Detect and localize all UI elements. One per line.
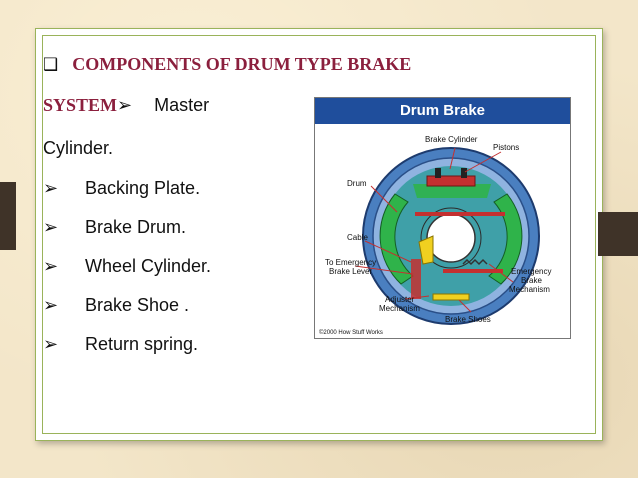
label-pistons: Pistons (493, 143, 519, 152)
arrow-bullet-icon: ➢ (43, 217, 59, 238)
label-emergency-3: Mechanism (509, 285, 550, 294)
adjuster (432, 293, 470, 301)
emergency-rod (443, 269, 503, 273)
top-link-rod (415, 212, 505, 216)
slide-title: ❑ COMPONENTS OF DRUM TYPE BRAKE (43, 54, 513, 75)
figure-header: Drum Brake (315, 98, 570, 124)
item-master: Master (154, 95, 210, 115)
label-brake-shoes: Brake Shoes (445, 315, 491, 324)
arrow-bullet-icon: ➢ (43, 256, 59, 277)
list-item-label: Backing Plate. (85, 178, 201, 198)
drum-brake-figure: Drum Brake (314, 97, 571, 339)
arrow-bullet-icon: ➢ (43, 178, 59, 199)
component-list: ➢ Backing Plate. ➢ Brake Drum. ➢ Wheel Cyli… (43, 178, 211, 373)
title-continuation: SYSTEM (43, 95, 118, 115)
arrow-bullet-icon: ➢ (43, 295, 59, 316)
wheel-cylinder (426, 175, 476, 187)
label-adjuster-2: Mechanism (379, 304, 420, 313)
title-continuation-line: SYSTEM➢ Master (43, 95, 209, 116)
left-brake-shoe (379, 193, 414, 285)
label-drum: Drum (347, 179, 367, 188)
parking-lever (418, 235, 434, 265)
copyright-text: ©2000 How Stuff Works (319, 329, 383, 336)
list-item: ➢ Backing Plate. (43, 178, 211, 217)
piston-right (461, 168, 467, 178)
label-brake-cylinder: Brake Cylinder (425, 135, 478, 144)
right-tab-decoration (598, 212, 638, 256)
label-cable: Cable (347, 233, 368, 242)
list-item-label: Brake Drum. (85, 217, 187, 237)
cable-lever (411, 259, 421, 299)
label-emergency-2: Brake (521, 276, 542, 285)
label-to-emergency-1: To Emergency (325, 258, 376, 267)
list-item: ➢ Return spring. (43, 334, 211, 373)
right-brake-shoe (488, 193, 523, 285)
arrow-bullet-icon: ➢ (43, 334, 59, 355)
piston-left (435, 168, 441, 178)
list-item-label: Wheel Cylinder. (85, 256, 212, 276)
label-to-emergency-2: Brake Lever (329, 267, 372, 276)
list-item: ➢ Brake Shoe . (43, 295, 211, 334)
return-spring (462, 258, 488, 266)
shoe-web (413, 184, 491, 198)
item-master-continuation: Cylinder. (43, 138, 114, 158)
left-tab-decoration (0, 182, 16, 250)
checkbox-bullet-icon: ❑ (43, 55, 59, 75)
hub-ring (420, 207, 482, 269)
arrow-bullet-icon: ➢ (117, 95, 133, 116)
list-item: ➢ Wheel Cylinder. (43, 256, 211, 295)
title-text: COMPONENTS OF DRUM TYPE BRAKE (72, 54, 412, 74)
list-item-label: Brake Shoe . (85, 295, 190, 315)
drum-brake-diagram: Brake Cylinder Pistons Drum Cable To Eme… (319, 135, 551, 336)
hub (426, 213, 476, 263)
list-item: ➢ Brake Drum. (43, 217, 211, 256)
label-adjuster-1: Adjuster (385, 295, 415, 304)
list-item-label: Return spring. (85, 334, 199, 354)
label-emergency-1: Emergency (511, 267, 551, 276)
